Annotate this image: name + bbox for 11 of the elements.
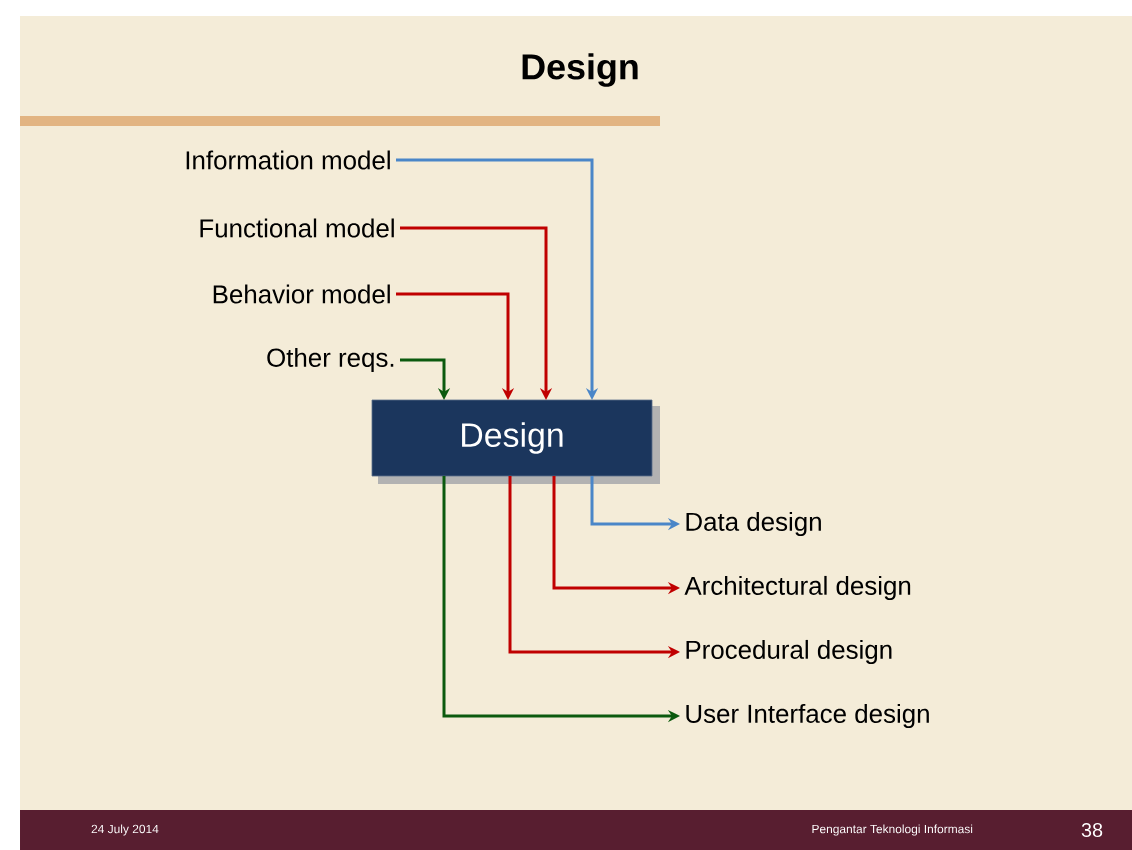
- text-label: Architectural design: [684, 575, 911, 601]
- text-label: Other reqs.: [267, 347, 394, 373]
- process-box: Design: [371, 399, 660, 484]
- text-label: Information model: [186, 150, 390, 170]
- text-label: Functional model: [200, 218, 394, 238]
- text-label: Behavior model: [213, 284, 390, 304]
- text-label: User Interface design: [686, 703, 929, 729]
- text-label: Procedural design: [686, 639, 892, 665]
- page-number: 38: [1081, 822, 1103, 838]
- text-label: Data design: [686, 511, 821, 537]
- title: Design: [522, 53, 638, 87]
